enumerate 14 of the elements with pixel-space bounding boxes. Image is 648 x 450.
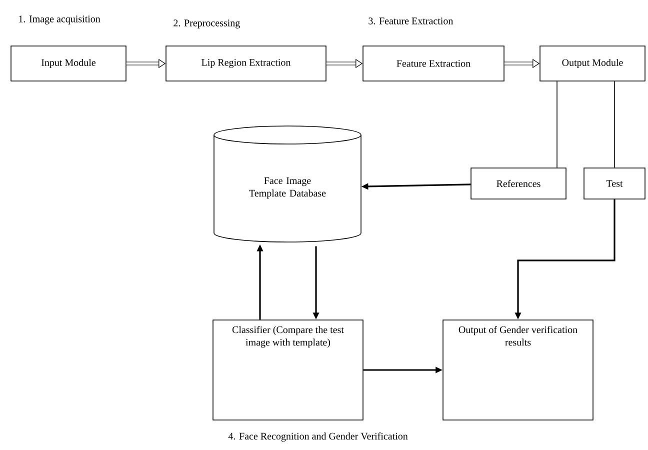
process-box: Lip Region Extraction [166,46,326,82]
process-box: Output Module [540,46,646,82]
process-box: Test [584,168,646,200]
process-box: Classifier (Compare the test image with template) [212,320,364,420]
stage-heading: 2. Preprocessing [174,20,240,28]
process-box: Output of Gender verification results [442,320,594,420]
node-label: Face Image Template Database [249,177,326,199]
process-box: Input Module [10,46,126,82]
stage-heading: 4. Face Recognition and Gender Verification [228,432,408,442]
process-box: References [470,168,566,200]
stage-heading: 1. Image acquisition [19,16,100,24]
database-cylinder: Face Image Template Database [214,126,362,242]
process-box: Feature Extraction [362,46,504,82]
stage-heading: 3. Feature Extraction [368,18,454,24]
